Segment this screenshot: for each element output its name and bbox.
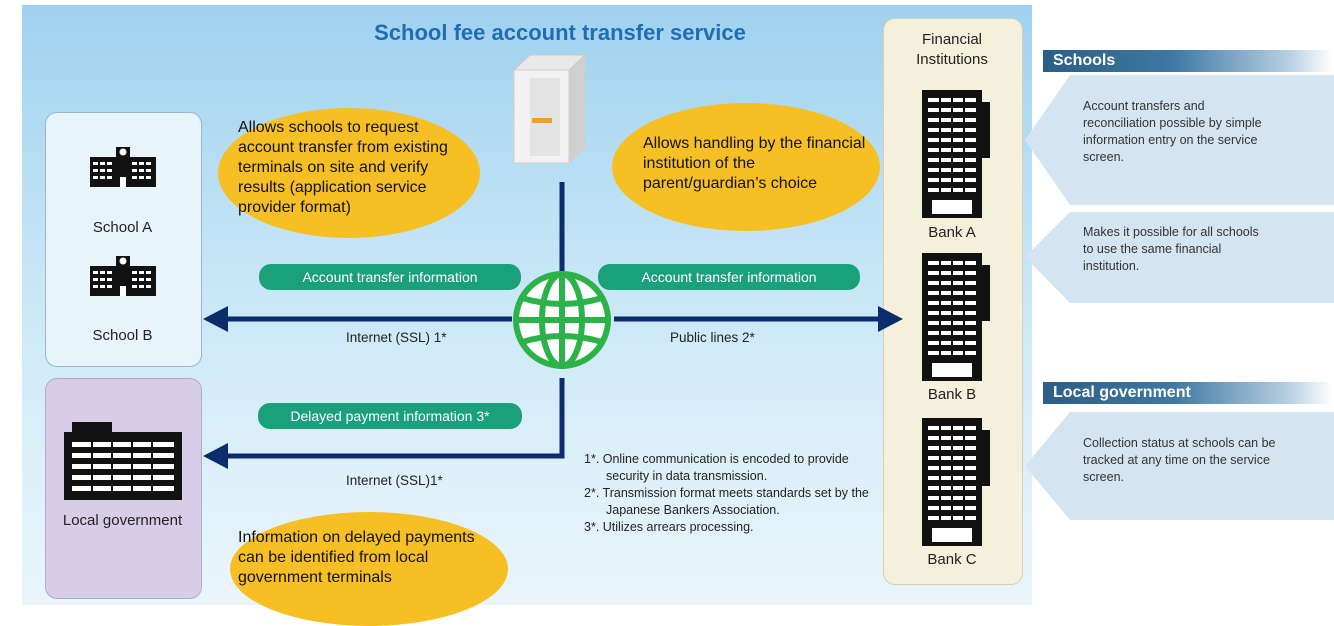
school-a-label: School A xyxy=(92,219,153,236)
bank-c-label: Bank C xyxy=(927,551,977,568)
footnote-2: 2*. Transmission format meets standards … xyxy=(584,486,869,517)
bubble-guardian-choice-bg xyxy=(612,103,880,231)
pill-account-transfer-left: Account transfer information xyxy=(259,264,521,290)
footnotes: 1*. Online communication is encoded to p… xyxy=(584,451,884,536)
pill-delayed-payment: Delayed payment information 3* xyxy=(258,403,522,429)
internet-ssl-label-2: Internet (SSL)1* xyxy=(346,473,443,488)
local-government-arrowhead xyxy=(203,443,228,469)
school-b-icon xyxy=(90,256,156,296)
bubble-delayed-payments-bg xyxy=(230,512,508,626)
internet-ssl-label-1: Internet (SSL) 1* xyxy=(346,330,447,345)
local-government-link-line xyxy=(222,378,565,459)
bank-c-icon xyxy=(921,417,991,547)
bank-b-icon xyxy=(921,252,991,382)
local-government-point-1: Collection status at schools can be trac… xyxy=(1083,436,1276,484)
bubble-delayed-payments: Information on delayed payments can be i… xyxy=(238,529,475,586)
local-government-callout xyxy=(1025,412,1334,520)
bubble-schools-request: Allows schools to request account transf… xyxy=(238,119,448,216)
schools-point-2: Makes it possible for all schools to use… xyxy=(1083,225,1259,273)
footnote-3: 3*. Utilizes arrears processing. xyxy=(584,520,754,534)
pill-account-transfer-right: Account transfer information xyxy=(598,264,860,290)
bank-a-label: Bank A xyxy=(928,224,976,241)
diagram-title: School fee account transfer service xyxy=(374,20,746,45)
footnote-1: 1*. Online communication is encoded to p… xyxy=(584,452,849,483)
bank-b-label: Bank B xyxy=(927,386,977,403)
schools-callout-1 xyxy=(1025,75,1334,205)
schools-arrowhead xyxy=(203,306,228,332)
globe-icon xyxy=(513,271,611,369)
schools-header: Schools xyxy=(1043,50,1333,72)
banks-arrowhead xyxy=(878,306,903,332)
school-a-icon xyxy=(90,147,156,187)
bubble-schools-request-bg xyxy=(218,108,480,238)
financial-institutions-label: Financial Institutions xyxy=(916,31,988,68)
server-icon xyxy=(512,54,587,164)
local-government-icon xyxy=(64,422,182,500)
bank-a-icon xyxy=(921,89,991,219)
schools-callout-2 xyxy=(1025,212,1334,303)
local-government-header: Local government xyxy=(1043,382,1333,404)
bubble-guardian-choice: Allows handling by the financial institu… xyxy=(643,135,866,192)
public-lines-label: Public lines 2* xyxy=(670,330,755,345)
local-government-label: Local government xyxy=(62,512,183,529)
schools-point-1: Account transfers and reconciliation pos… xyxy=(1083,99,1262,164)
school-b-label: School B xyxy=(92,327,153,344)
